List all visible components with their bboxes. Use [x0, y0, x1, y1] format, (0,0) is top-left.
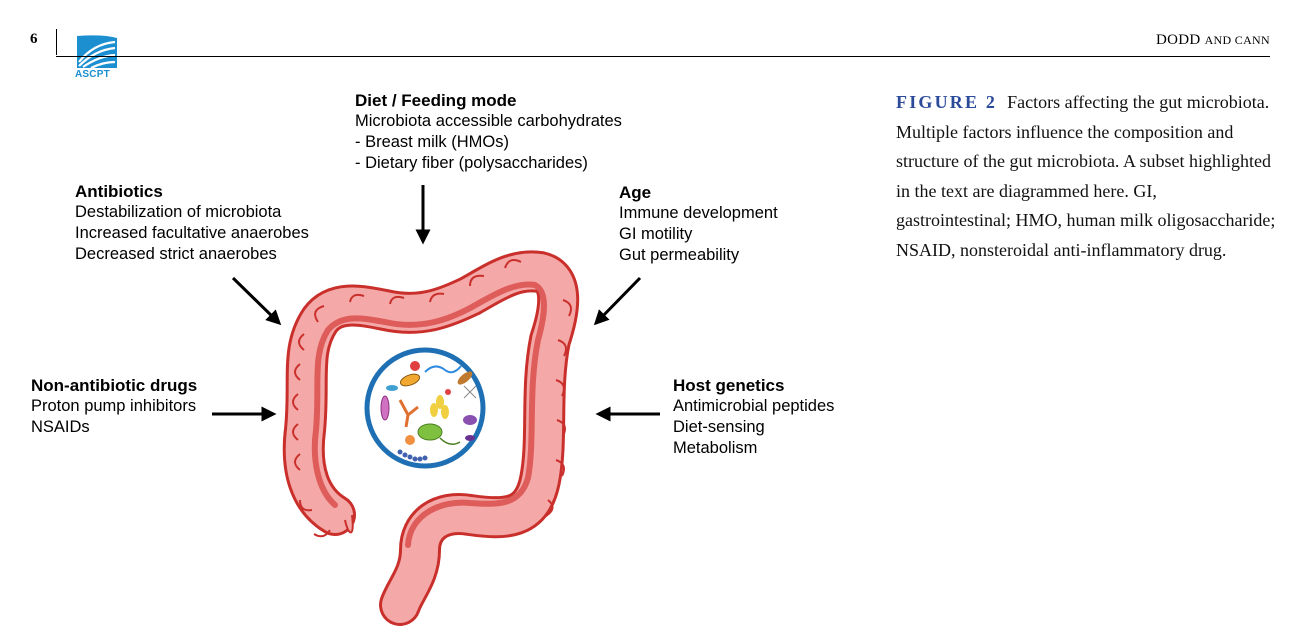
antibiotics-arrow: [231, 276, 282, 326]
microbiota-circle: [364, 347, 486, 469]
gut-microbiota-figure: [212, 185, 660, 626]
host-genetics-title: Host genetics: [673, 376, 785, 395]
diet-label: Diet / Feeding mode Microbiota accessibl…: [355, 90, 622, 174]
age-title: Age: [619, 183, 652, 202]
non-antibiotic-line: Proton pump inhibitors: [31, 397, 197, 415]
header-rule: [56, 56, 1270, 57]
non-antibiotic-label: Non-antibiotic drugs Proton pump inhibit…: [31, 375, 197, 438]
diet-line: - Breast milk (HMOs): [355, 133, 509, 151]
non-antibiotic-line: NSAIDs: [31, 418, 90, 436]
antibiotics-title: Antibiotics: [75, 182, 163, 201]
diet-title: Diet / Feeding mode: [355, 91, 517, 110]
header-divider: [56, 29, 57, 55]
age-label: Age Immune development GI motility Gut p…: [619, 182, 778, 266]
non-antibiotic-title: Non-antibiotic drugs: [31, 376, 198, 395]
logo-wordmark: ASCPT: [75, 69, 110, 80]
host-genetics-line: Metabolism: [673, 439, 758, 457]
page-number: 6: [30, 31, 38, 47]
running-head-rest: AND CANN: [1204, 33, 1270, 47]
antibiotics-line: Decreased strict anaerobes: [75, 245, 277, 263]
diet-line: Microbiota accessible carbohydrates: [355, 112, 622, 130]
antibiotics-line: Destabilization of microbiota: [75, 203, 282, 221]
running-head-first: DODD: [1156, 32, 1201, 48]
ascpt-logo: [77, 35, 117, 69]
antibiotics-label: Antibiotics Destabilization of microbiot…: [75, 181, 309, 265]
age-line: Immune development: [619, 204, 778, 222]
figure-label: FIGURE 2: [896, 92, 998, 112]
colon-illustration: [282, 250, 580, 626]
age-line: Gut permeability: [619, 246, 740, 264]
host-genetics-line: Diet-sensing: [673, 418, 765, 436]
age-line: GI motility: [619, 225, 693, 243]
diet-line: - Dietary fiber (polysaccharides): [355, 154, 588, 172]
host-genetics-line: Antimicrobial peptides: [673, 397, 835, 415]
host-genetics-label: Host genetics Antimicrobial peptides Die…: [673, 375, 834, 459]
caption-text: Factors affecting the gut microbiota. Mu…: [896, 92, 1276, 260]
antibiotics-line: Increased facultative anaerobes: [75, 224, 309, 242]
age-arrow: [593, 276, 642, 326]
running-head: DODD AND CANN: [1156, 32, 1270, 49]
